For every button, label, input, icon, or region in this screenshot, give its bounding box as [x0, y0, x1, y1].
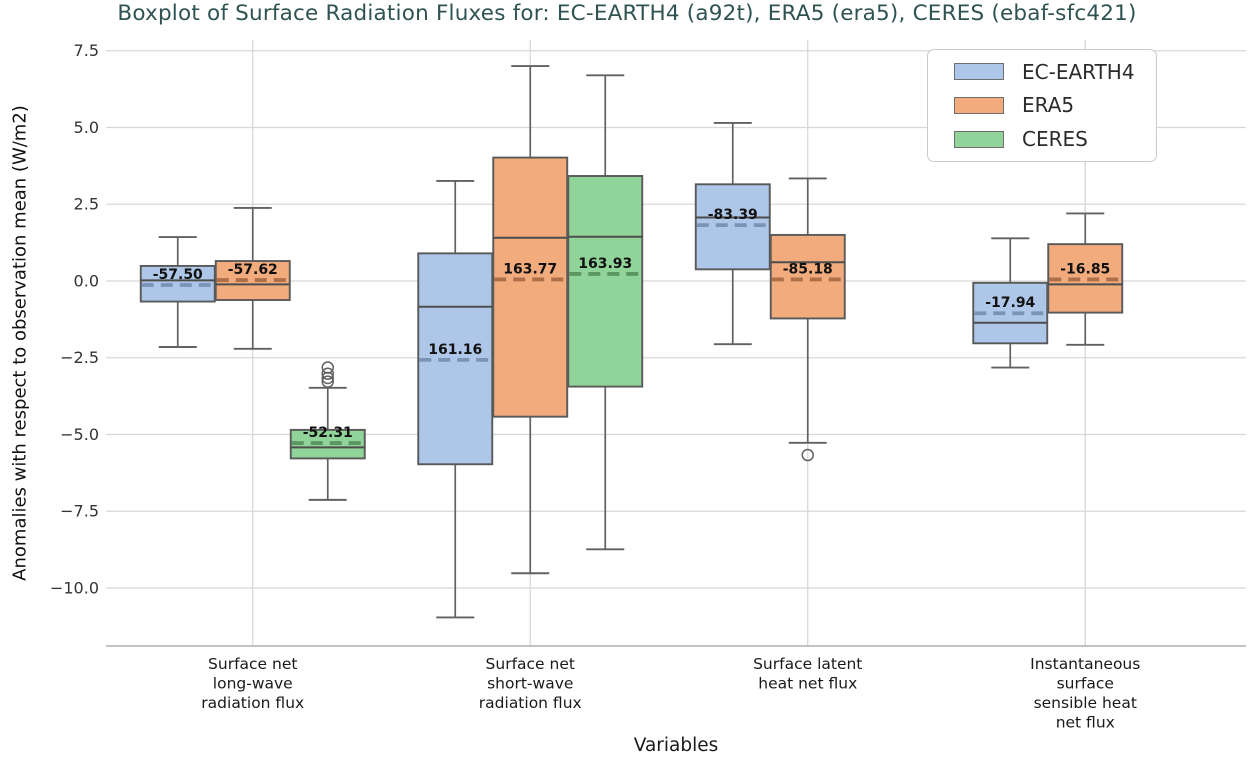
svg-text:−2.5: −2.5 [60, 348, 99, 367]
svg-text:0.0: 0.0 [74, 271, 99, 290]
legend: EC-EARTH4 ERA5 CERES [927, 49, 1157, 162]
svg-text:7.5: 7.5 [74, 41, 99, 60]
x-axis-label: Variables [633, 735, 719, 756]
svg-text:-57.62: -57.62 [228, 262, 278, 278]
svg-text:163.77: 163.77 [503, 261, 557, 277]
svg-text:-83.39: -83.39 [708, 207, 758, 223]
legend-item-ec-earth4: EC-EARTH4 [954, 56, 1156, 88]
svg-text:2.5: 2.5 [74, 195, 99, 214]
y-axis-label: Anomalies with respect to observation me… [9, 105, 31, 581]
svg-text:-16.85: -16.85 [1060, 261, 1110, 277]
legend-swatch-ec-earth4 [954, 63, 1004, 81]
legend-label-ceres: CERES [1022, 127, 1088, 152]
svg-text:-52.31: -52.31 [303, 425, 353, 441]
legend-swatch-era5 [954, 96, 1004, 114]
legend-item-ceres: CERES [954, 123, 1156, 155]
legend-item-era5: ERA5 [954, 89, 1156, 121]
svg-text:−10.0: −10.0 [50, 578, 99, 597]
svg-text:-85.18: -85.18 [783, 261, 833, 277]
legend-label-era5: ERA5 [1022, 93, 1075, 118]
svg-text:163.93: 163.93 [578, 256, 632, 272]
svg-text:−7.5: −7.5 [60, 502, 99, 521]
legend-label-ec-earth4: EC-EARTH4 [1022, 59, 1135, 84]
svg-text:−5.0: −5.0 [60, 425, 99, 444]
svg-text:161.16: 161.16 [428, 342, 482, 358]
svg-text:5.0: 5.0 [74, 118, 99, 137]
svg-text:-57.50: -57.50 [153, 267, 203, 283]
legend-swatch-ceres [954, 130, 1004, 148]
svg-text:-17.94: -17.94 [985, 295, 1035, 311]
chart-title: Boxplot of Surface Radiation Fluxes for:… [117, 1, 1137, 26]
